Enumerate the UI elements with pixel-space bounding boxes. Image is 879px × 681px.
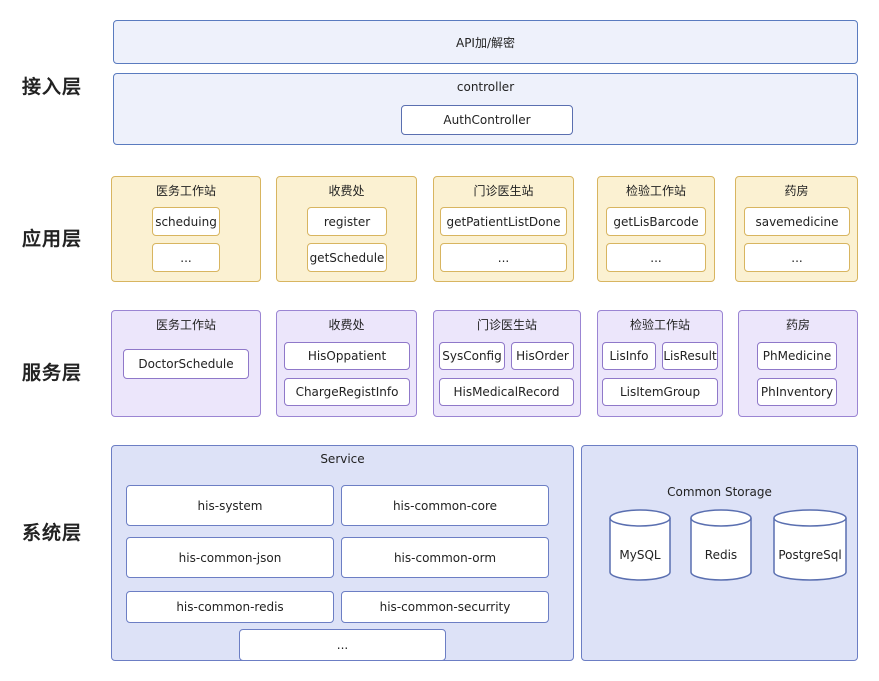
module-box: his-common-json (126, 537, 334, 578)
layer-label-application: 应用层 (22, 228, 83, 250)
controller-band: controller AuthController (113, 73, 858, 145)
module-box: his-common-securrity (341, 591, 549, 623)
app-item: scheduing (152, 207, 220, 236)
svc-item: PhMedicine (757, 342, 837, 370)
module-box: his-system (126, 485, 334, 526)
app-item: getLisBarcode (606, 207, 706, 236)
svc-item: HisOrder (511, 342, 574, 370)
app-panel-pharmacy: 药房 savemedicine ... (735, 176, 858, 282)
module-box: his-common-orm (341, 537, 549, 578)
module-box: his-common-core (341, 485, 549, 526)
svc-item: SysConfig (439, 342, 505, 370)
app-item: ... (606, 243, 706, 272)
mysql-cylinder-icon (609, 509, 671, 581)
module-box: ... (239, 629, 446, 661)
app-panel-outpatient-doctor: 门诊医生站 getPatientListDone ... (433, 176, 574, 282)
app-item: register (307, 207, 387, 236)
svc-panel-cashier: 收费处 HisOppatient ChargeRegistInfo (276, 310, 417, 417)
svc-item: PhInventory (757, 378, 837, 406)
service-title: Service (320, 452, 365, 466)
svc-panel-lab-station: 检验工作站 LisInfo LisResult LisItemGroup (597, 310, 723, 417)
svc-panel-title: 门诊医生站 (476, 318, 537, 332)
service-panel: Service his-system his-common-core his-c… (111, 445, 574, 661)
layer-label-system: 系统层 (22, 522, 83, 544)
app-item: getSchedule (307, 243, 387, 272)
svc-panel-medical-station: 医务工作站 DoctorSchedule (111, 310, 261, 417)
svc-item: ChargeRegistInfo (284, 378, 410, 406)
svc-panel-title: 药房 (785, 318, 810, 332)
postgresql-cylinder-icon (773, 509, 847, 581)
storage-panel: Common Storage MySQL Redis PostgreSql (581, 445, 858, 661)
svc-item: LisResult (662, 342, 718, 370)
app-panel-lab-station: 检验工作站 getLisBarcode ... (597, 176, 715, 282)
redis-cylinder-icon (690, 509, 752, 581)
layer-label-service: 服务层 (22, 362, 83, 384)
app-panel-title: 门诊医生站 (473, 184, 534, 198)
svc-panel-pharmacy: 药房 PhMedicine PhInventory (738, 310, 858, 417)
app-panel-cashier: 收费处 register getSchedule (276, 176, 417, 282)
storage-title: Common Storage (667, 485, 772, 499)
app-item: ... (152, 243, 220, 272)
app-panel-medical-station: 医务工作站 scheduing ... (111, 176, 261, 282)
svc-item: LisInfo (602, 342, 656, 370)
module-box: his-common-redis (126, 591, 334, 623)
auth-controller-box: AuthController (401, 105, 573, 135)
app-item: savemedicine (744, 207, 850, 236)
app-panel-title: 收费处 (328, 184, 365, 198)
app-panel-title: 药房 (784, 184, 809, 198)
controller-label: controller (456, 80, 515, 94)
app-item: ... (744, 243, 850, 272)
redis-label: Redis (704, 548, 738, 562)
svc-item: LisItemGroup (602, 378, 718, 406)
api-encryption-band: API加/解密 (113, 20, 858, 64)
postgresql-label: PostgreSql (778, 548, 842, 562)
svc-panel-title: 收费处 (328, 318, 365, 332)
layer-label-access: 接入层 (22, 76, 83, 98)
app-panel-title: 检验工作站 (625, 184, 686, 198)
svc-panel-outpatient-doctor: 门诊医生站 SysConfig HisOrder HisMedicalRecor… (433, 310, 581, 417)
svc-panel-title: 医务工作站 (155, 318, 216, 332)
svc-item: HisOppatient (284, 342, 410, 370)
app-item: getPatientListDone (440, 207, 567, 236)
app-item: ... (440, 243, 567, 272)
svc-item: HisMedicalRecord (439, 378, 574, 406)
mysql-label: MySQL (619, 548, 661, 562)
api-encryption-label: API加/解密 (455, 35, 516, 50)
svc-panel-title: 检验工作站 (629, 318, 690, 332)
svc-item: DoctorSchedule (123, 349, 249, 379)
app-panel-title: 医务工作站 (155, 184, 216, 198)
